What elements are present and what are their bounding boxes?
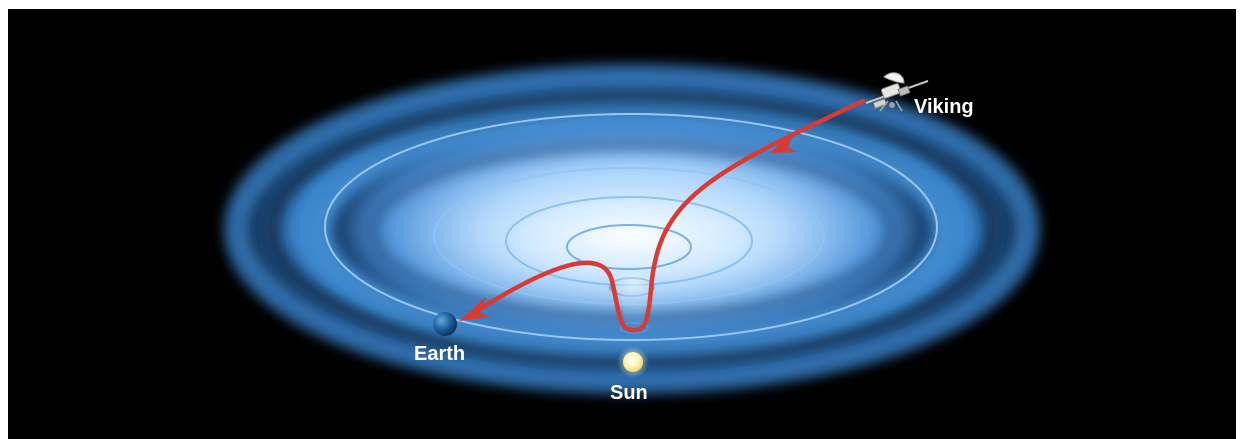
- viking-label: Viking: [914, 96, 974, 118]
- viking-spacecraft-icon: [865, 72, 929, 112]
- sun-icon: [617, 346, 649, 378]
- arrow-head-icon: [770, 131, 797, 153]
- earth-planet-icon: [433, 312, 457, 336]
- sun-label: Sun: [610, 382, 648, 404]
- spacetime-disk: [222, 64, 1042, 394]
- viking-trajectory-path: [459, 98, 866, 333]
- gravity-funnel: [606, 274, 662, 327]
- earth-label: Earth: [414, 343, 466, 365]
- arrow-head-icon: [459, 297, 490, 321]
- diagram-panel: Viking Earth Sun: [8, 9, 1236, 439]
- gravity-well-diagram: [222, 64, 1042, 394]
